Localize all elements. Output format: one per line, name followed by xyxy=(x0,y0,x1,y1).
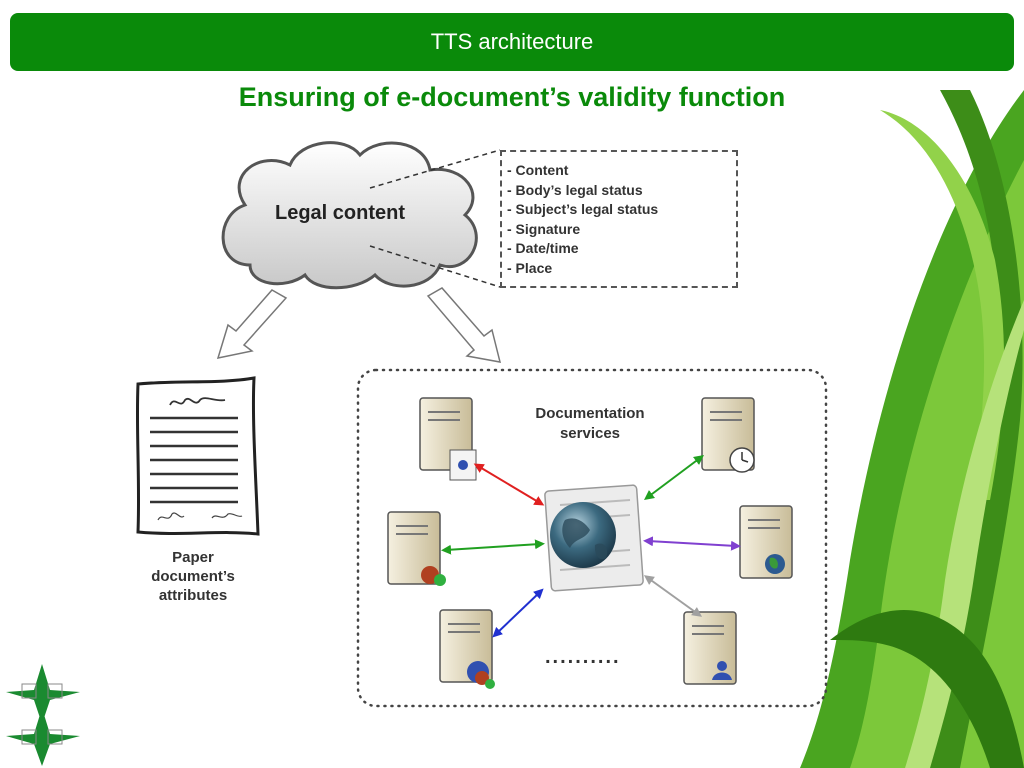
arrow-to-services xyxy=(426,287,502,363)
logo-star-icon xyxy=(6,664,80,766)
server-approval-user-icon xyxy=(439,609,495,689)
slide-title-bar: TTS architecture xyxy=(10,13,1014,71)
cloud-label: Legal content xyxy=(275,202,406,224)
arrow-certificate xyxy=(473,463,545,506)
arrow-to-paper xyxy=(216,289,288,359)
slide-title: TTS architecture xyxy=(430,29,594,54)
list-item: - Body’s legal status xyxy=(507,181,643,198)
paper-label-line: Paper xyxy=(172,549,214,566)
more-services-ellipsis: .......... xyxy=(545,646,621,668)
leaf-decoration xyxy=(800,90,1024,768)
arrow-approval xyxy=(441,539,545,555)
central-document-globe-icon xyxy=(544,484,644,592)
arrow-timestamp xyxy=(644,455,704,500)
paper-document-label: Paper document’s attributes xyxy=(130,548,256,605)
paper-label-line: document’s xyxy=(151,568,235,585)
services-boundary xyxy=(356,368,828,708)
slide-subtitle: Ensuring of e-document’s validity functi… xyxy=(238,82,786,112)
server-timestamp-icon xyxy=(701,397,755,473)
arrow-globe xyxy=(643,536,741,551)
connector-line-bottom xyxy=(369,245,501,288)
server-certificate-icon xyxy=(419,397,477,481)
list-item: - Content xyxy=(507,162,569,178)
server-user-icon xyxy=(683,611,737,685)
server-globe-icon xyxy=(739,505,793,579)
documentation-services-label: Documentation services xyxy=(510,404,670,444)
list-item: - Date/time xyxy=(507,240,579,256)
list-item: - Place xyxy=(507,259,553,276)
paper-label-line: attributes xyxy=(158,587,228,604)
legal-content-cloud xyxy=(221,141,478,290)
server-approval-icon xyxy=(387,511,446,586)
services-label-line: services xyxy=(559,425,621,442)
paper-document-icon xyxy=(135,376,260,536)
arrow-user xyxy=(643,575,703,617)
legal-attributes-list: - Content - Body’s legal status - Subjec… xyxy=(500,150,738,288)
services-label-line: Documentation xyxy=(535,405,645,422)
arrow-approval-user xyxy=(492,588,544,638)
connector-line-top xyxy=(369,149,501,189)
list-item: - Signature xyxy=(507,220,581,237)
list-item: - Subject’s legal status xyxy=(507,201,659,217)
